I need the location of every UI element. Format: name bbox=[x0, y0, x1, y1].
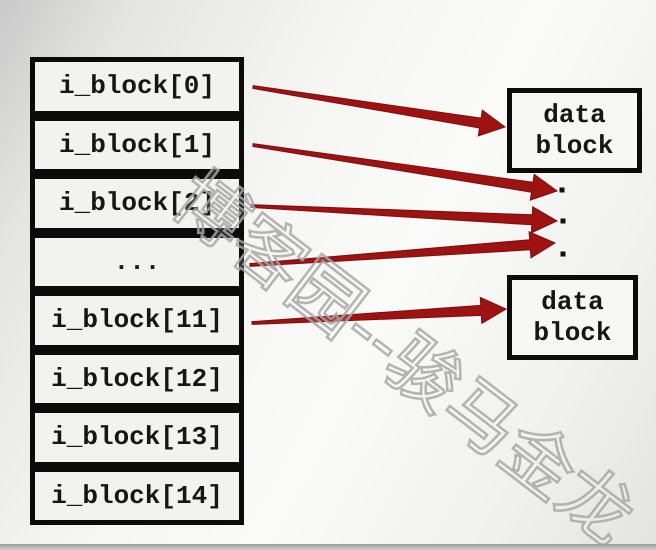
data-block-label-line2: block bbox=[533, 317, 612, 348]
iblock-row-1: i_block[1] bbox=[30, 115, 244, 174]
iblock-row-14: i_block[14] bbox=[30, 466, 244, 525]
iblock-row-0: i_block[0] bbox=[30, 57, 244, 116]
bottom-edge-strip bbox=[0, 544, 656, 550]
iblock-row-12: i_block[12] bbox=[30, 349, 244, 408]
data-block-box-bottom: data block bbox=[507, 275, 638, 360]
data-block-box-top: data block bbox=[507, 88, 642, 173]
ellipsis-dot-2 bbox=[560, 251, 566, 257]
iblock-row-11: i_block[11] bbox=[30, 291, 244, 350]
ellipsis-dots bbox=[559, 187, 566, 257]
ellipsis-dot-1 bbox=[560, 218, 566, 224]
ellipsis-dot-0 bbox=[559, 187, 565, 193]
data-block-label-line1: data bbox=[541, 286, 604, 317]
arrow-i_block[2]-to-ellipsis-dot-1 bbox=[250, 204, 559, 234]
iblock-row-ellipsis: ... bbox=[30, 232, 244, 291]
iblock-row-13: i_block[13] bbox=[30, 408, 244, 467]
iblock-row-2: i_block[2] bbox=[30, 174, 244, 233]
arrow-i_block[0]-to-data-block-0 bbox=[252, 85, 507, 137]
arrow-i_block[11]-to-data-block-1 bbox=[251, 296, 508, 325]
data-block-label-line2: block bbox=[535, 130, 614, 161]
inode-block-table: i_block[0] i_block[1] i_block[2] ... i_b… bbox=[30, 57, 244, 525]
arrow-...-to-ellipsis-dot-2 bbox=[249, 231, 557, 267]
data-block-label-line1: data bbox=[543, 99, 606, 130]
